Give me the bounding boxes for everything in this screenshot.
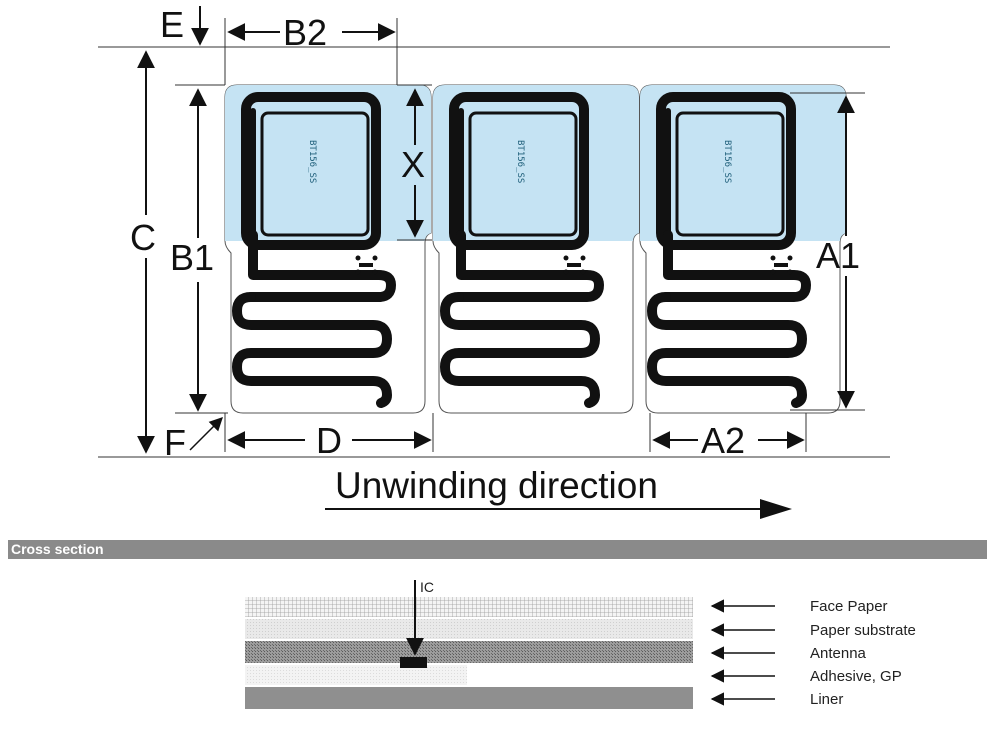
section-header: Cross section xyxy=(8,540,987,559)
dim-label-a2: A2 xyxy=(701,420,745,461)
direction-arrowhead xyxy=(760,499,792,519)
tag-2 xyxy=(433,85,639,413)
chip-marking-1: BT156_SS xyxy=(307,140,317,183)
dim-label-x: X xyxy=(401,144,425,185)
dim-label-f: F xyxy=(164,422,186,463)
dim-label-e: E xyxy=(160,4,184,45)
dim-label-b1: B1 xyxy=(170,237,214,278)
dim-label-c: C xyxy=(130,217,156,258)
layer-labels: Face Paper Paper substrate Antenna Adhes… xyxy=(710,598,916,708)
section-title: Cross section xyxy=(11,541,104,557)
layer-label-adhesive: Adhesive, GP xyxy=(810,668,902,685)
layer-label-antenna: Antenna xyxy=(810,645,867,662)
ic-chip xyxy=(400,657,427,668)
layer-antenna xyxy=(245,641,693,663)
layer-face-paper xyxy=(245,597,693,617)
tag-1 xyxy=(225,85,431,413)
dim-label-a1: A1 xyxy=(816,235,860,276)
direction-label: Unwinding direction xyxy=(335,465,658,506)
ic-label: IC xyxy=(420,579,434,595)
chip-marking-3: BT156_SS xyxy=(722,140,732,183)
layer-liner xyxy=(245,687,693,709)
layer-paper-substrate xyxy=(245,619,693,639)
cross-section-diagram: IC xyxy=(245,579,693,709)
layer-label-paper-substrate: Paper substrate xyxy=(810,622,916,639)
layer-adhesive xyxy=(245,665,467,685)
layer-label-face-paper: Face Paper xyxy=(810,598,888,615)
dim-label-b2: B2 xyxy=(283,12,327,53)
dim-label-d: D xyxy=(316,420,342,461)
layer-label-liner: Liner xyxy=(810,691,843,708)
chip-marking-2: BT156_SS xyxy=(515,140,525,183)
